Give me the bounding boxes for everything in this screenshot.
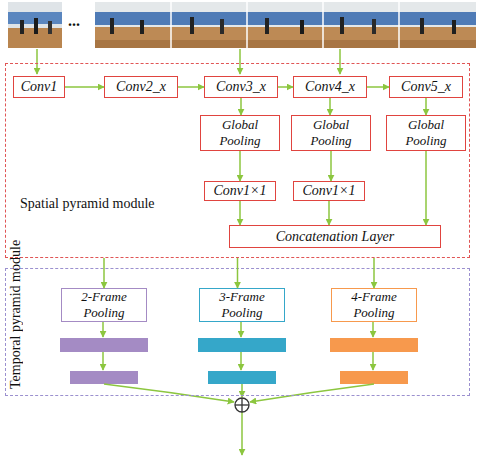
pooling-box: Global Pooling: [200, 115, 280, 151]
frame-pooling-box: 3-Frame Pooling: [199, 288, 285, 322]
box-label: 3-Frame Pooling: [211, 289, 273, 321]
flow-arrow: [328, 201, 330, 225]
box-label: 4-Frame Pooling: [343, 289, 405, 321]
conv-box: Conv1×1: [293, 181, 365, 201]
concat-box: Concatenation Layer: [229, 225, 441, 248]
box-label: Concatenation Layer: [276, 229, 395, 245]
conv-box: Conv3_x: [204, 76, 278, 98]
box-label: Conv1: [21, 79, 58, 95]
module-title: Temporal pyramid module: [8, 277, 24, 389]
box-label: Global Pooling: [209, 117, 271, 149]
flow-arrow: [278, 86, 293, 88]
pooling-box: Global Pooling: [291, 115, 371, 151]
flow-arrow: [330, 151, 332, 181]
flow-arrow: [237, 258, 239, 288]
input-arrows: [37, 49, 340, 74]
spatial-module: Spatial pyramid module Conv1 Conv2_x Conv3_…: [5, 63, 470, 258]
feature-bars: [60, 338, 418, 384]
box-label: Global Pooling: [395, 117, 457, 149]
box-label: Global Pooling: [300, 117, 362, 149]
flow-arrow: [65, 86, 104, 88]
flow-arrow: [239, 151, 241, 181]
video-frame: [8, 2, 62, 48]
frame-pooling-box: 2-Frame Pooling: [61, 288, 147, 322]
conv-box: Conv1: [13, 76, 65, 98]
box-label: Conv4_x: [305, 79, 355, 95]
flow-arrow: [425, 98, 427, 115]
flow-arrow: [240, 98, 242, 115]
video-frames: [95, 2, 476, 48]
conv-box: Conv2_x: [104, 76, 178, 98]
flow-arrow: [425, 151, 427, 225]
box-label: Conv1×1: [303, 183, 356, 199]
conv-box: Conv4_x: [293, 76, 367, 98]
frame-pooling-box: 4-Frame Pooling: [331, 288, 417, 322]
box-label: Conv5_x: [401, 79, 451, 95]
box-label: 2-Frame Pooling: [73, 289, 135, 321]
ellipsis-label: ...: [68, 12, 80, 30]
flow-arrows: [103, 321, 374, 455]
pooling-box: Global Pooling: [386, 115, 466, 151]
flow-arrow: [178, 86, 204, 88]
flow-arrow: [329, 98, 331, 115]
conv-box: Conv1×1: [204, 181, 276, 201]
module-title: Spatial pyramid module: [20, 196, 155, 212]
flow-arrow: [239, 201, 241, 225]
flow-arrow: [367, 86, 389, 88]
box-label: Conv2_x: [116, 79, 166, 95]
temporal-module: Temporal pyramid module 2-Frame Pooling 3-…: [5, 268, 470, 396]
sum-symbol: [235, 398, 249, 412]
box-label: Conv3_x: [216, 79, 266, 95]
conv-box: Conv5_x: [389, 76, 463, 98]
flow-arrow: [103, 258, 105, 288]
flow-arrow: [373, 258, 375, 288]
box-label: Conv1×1: [214, 183, 267, 199]
